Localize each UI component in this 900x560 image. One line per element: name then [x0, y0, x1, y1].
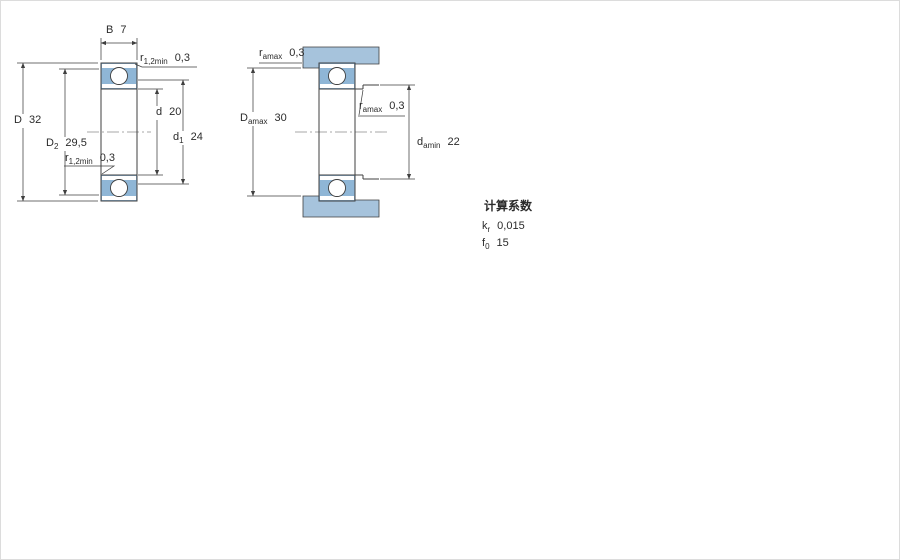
- dim-symbol: d: [173, 131, 180, 143]
- factor-subscript: 0: [485, 242, 490, 252]
- dim-subscript: 2: [53, 142, 59, 152]
- dim-symbol: r: [359, 100, 363, 112]
- dim-subscript: 1,2min: [68, 157, 93, 167]
- dim-symbol: r: [259, 47, 263, 59]
- dim-symbol: B: [106, 24, 114, 36]
- dim-label-corner-radius-top: r1,2min 0,3: [139, 52, 191, 66]
- dim-value: 24: [190, 131, 203, 143]
- dim-subscript: amin: [423, 141, 441, 151]
- ball-bottom: [328, 179, 346, 197]
- inner-ring-land: [102, 84, 136, 88]
- dim-label-fillet-radius-ra-side: ramax 0,3: [358, 100, 406, 114]
- dim-symbol: D: [46, 137, 54, 149]
- dim-symbol: d: [417, 136, 424, 148]
- dim-value: 0,3: [389, 100, 405, 112]
- dim-symbol: D: [14, 114, 22, 126]
- dim-subscript: amax: [262, 52, 283, 62]
- outer-ring-land: [320, 64, 354, 68]
- dim-subscript: 1: [179, 136, 184, 146]
- dim-value: 0,3: [174, 52, 190, 64]
- dim-label-recess-diameter-D2: D2 29,5: [45, 137, 88, 152]
- dim-value: 30: [274, 112, 287, 124]
- outer-ring-land: [102, 196, 136, 200]
- dim-d: [138, 88, 163, 176]
- ball-top: [328, 67, 346, 85]
- leader-ra-side: [358, 89, 405, 117]
- dim-value: 29,5: [65, 137, 87, 149]
- bearing-envelope: [318, 62, 356, 202]
- dim-label-shoulder-diameter-d1: d1 24: [172, 131, 204, 146]
- dim-label-outside-diameter-D: D 32: [13, 114, 43, 129]
- dim-symbol: d: [156, 106, 163, 118]
- leader-r-bottom: [64, 165, 116, 175]
- dim-Da: [247, 67, 301, 197]
- inner-ring-land: [320, 176, 354, 180]
- ball-bottom: [110, 179, 128, 197]
- left-section-view: [17, 38, 197, 202]
- dim-value: 32: [28, 114, 42, 126]
- outer-ring-land: [320, 196, 354, 200]
- dim-symbol: D: [240, 112, 248, 124]
- dim-value: 20: [169, 106, 182, 118]
- factor-subscript: r: [487, 225, 491, 235]
- outer-ring-land: [102, 64, 136, 68]
- factor-value: 15: [496, 237, 509, 249]
- dim-value: 7: [120, 24, 127, 36]
- dim-label-abutment-diameter-Da: Damax 30: [239, 112, 288, 127]
- dim-value: 0,3: [289, 47, 305, 59]
- dim-D: [17, 62, 98, 202]
- dim-subscript: amax: [362, 105, 383, 115]
- dim-label-bore-diameter-d: d 20: [155, 106, 183, 121]
- dim-B: [100, 38, 138, 60]
- right-abutment-view: [247, 46, 415, 218]
- factor-f0: f0 15: [481, 237, 510, 251]
- leader-r-top: [134, 63, 197, 68]
- calculation-factors-title: 计算系数: [484, 199, 533, 213]
- dim-da: [380, 84, 415, 180]
- inner-ring-land: [320, 84, 354, 88]
- dim-value: 22: [447, 136, 460, 148]
- dim-label-corner-radius-bottom: r1,2min 0,3: [64, 152, 116, 166]
- factor-kr: kr 0,015: [481, 220, 526, 234]
- dim-label-abutment-diameter-da: damin 22: [416, 136, 461, 150]
- dim-subscript: amax: [247, 117, 268, 127]
- dim-subscript: 1,2min: [143, 57, 168, 67]
- dim-label-fillet-radius-ra-top: ramax 0,3: [258, 47, 306, 61]
- ball-top: [110, 67, 128, 85]
- dim-symbol: r: [65, 152, 69, 164]
- factor-value: 0,015: [497, 220, 525, 232]
- factor-symbol: k: [482, 220, 488, 232]
- dim-D2: [59, 68, 99, 196]
- inner-ring-land: [102, 176, 136, 180]
- shaft-shoulder: [355, 84, 379, 180]
- factor-symbol: f: [482, 237, 486, 249]
- bearing-envelope: [100, 62, 138, 202]
- dim-symbol: r: [140, 52, 144, 64]
- dim-value: 0,3: [99, 152, 115, 164]
